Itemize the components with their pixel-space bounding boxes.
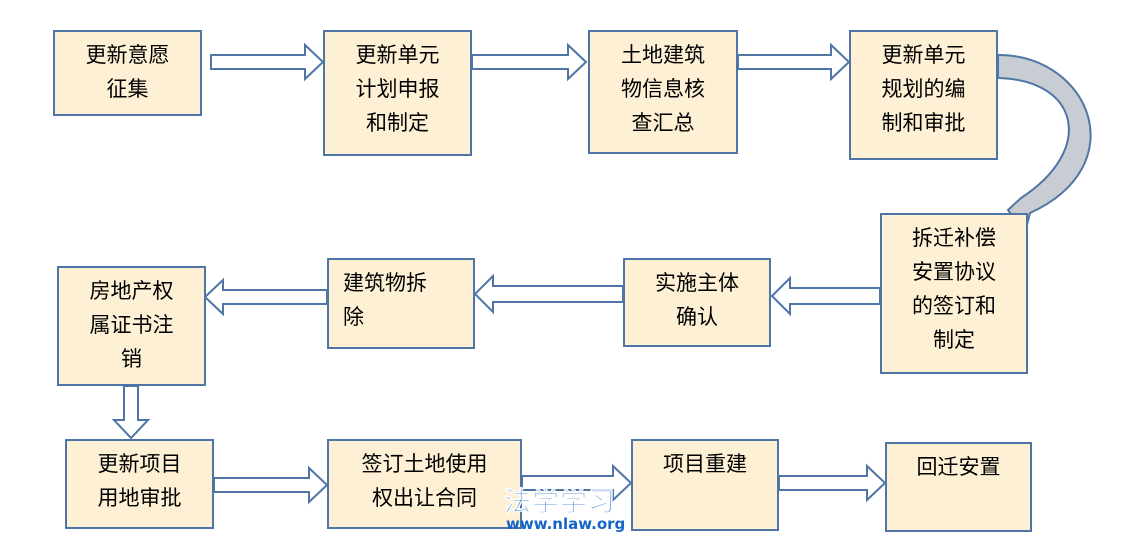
arrow-s10-s11 bbox=[521, 463, 633, 503]
arrow-s11-s12 bbox=[778, 463, 887, 503]
step-implementing-entity-confirmation: 实施主体 确认 bbox=[623, 258, 771, 347]
step-property-certificate-cancellation: 房地产权 属证书注 销 bbox=[57, 266, 206, 386]
step-land-use-right-contract: 签订土地使用 权出让合同 bbox=[327, 439, 522, 529]
arrow-s3-s4 bbox=[737, 42, 851, 82]
arrow-s8-s9 bbox=[111, 385, 151, 440]
step-land-building-info-verification: 土地建筑 物信息核 查汇总 bbox=[588, 30, 738, 154]
arrow-s7-s8 bbox=[203, 277, 328, 317]
arrow-s9-s10 bbox=[213, 465, 329, 505]
step-project-land-approval: 更新项目 用地审批 bbox=[65, 439, 214, 529]
step-relocation-resettlement: 回迁安置 bbox=[885, 442, 1032, 532]
arrow-s5-s6 bbox=[770, 275, 881, 317]
curved-arrow-s4-s5 bbox=[997, 53, 1092, 236]
arrow-s2-s3 bbox=[471, 42, 588, 82]
step-building-demolition: 建筑物拆 除 bbox=[327, 258, 475, 349]
step-unit-plan-declaration: 更新单元 计划申报 和制定 bbox=[323, 30, 472, 156]
step-renewal-intention-collection: 更新意愿 征集 bbox=[53, 30, 202, 116]
step-compensation-agreement: 拆迁补偿 安置协议 的签订和 制定 bbox=[880, 213, 1028, 374]
watermark-title: 法学学习 bbox=[504, 487, 616, 519]
site-watermark: 法学学习 www.nlaw.org bbox=[500, 480, 640, 540]
step-project-reconstruction: 项目重建 bbox=[631, 439, 779, 531]
arrow-s6-s7 bbox=[473, 273, 624, 315]
arrow-s1-s2 bbox=[210, 42, 325, 82]
step-unit-planning-approval: 更新单元 规划的编 制和审批 bbox=[849, 30, 998, 160]
watermark-url: www.nlaw.org bbox=[506, 515, 626, 533]
